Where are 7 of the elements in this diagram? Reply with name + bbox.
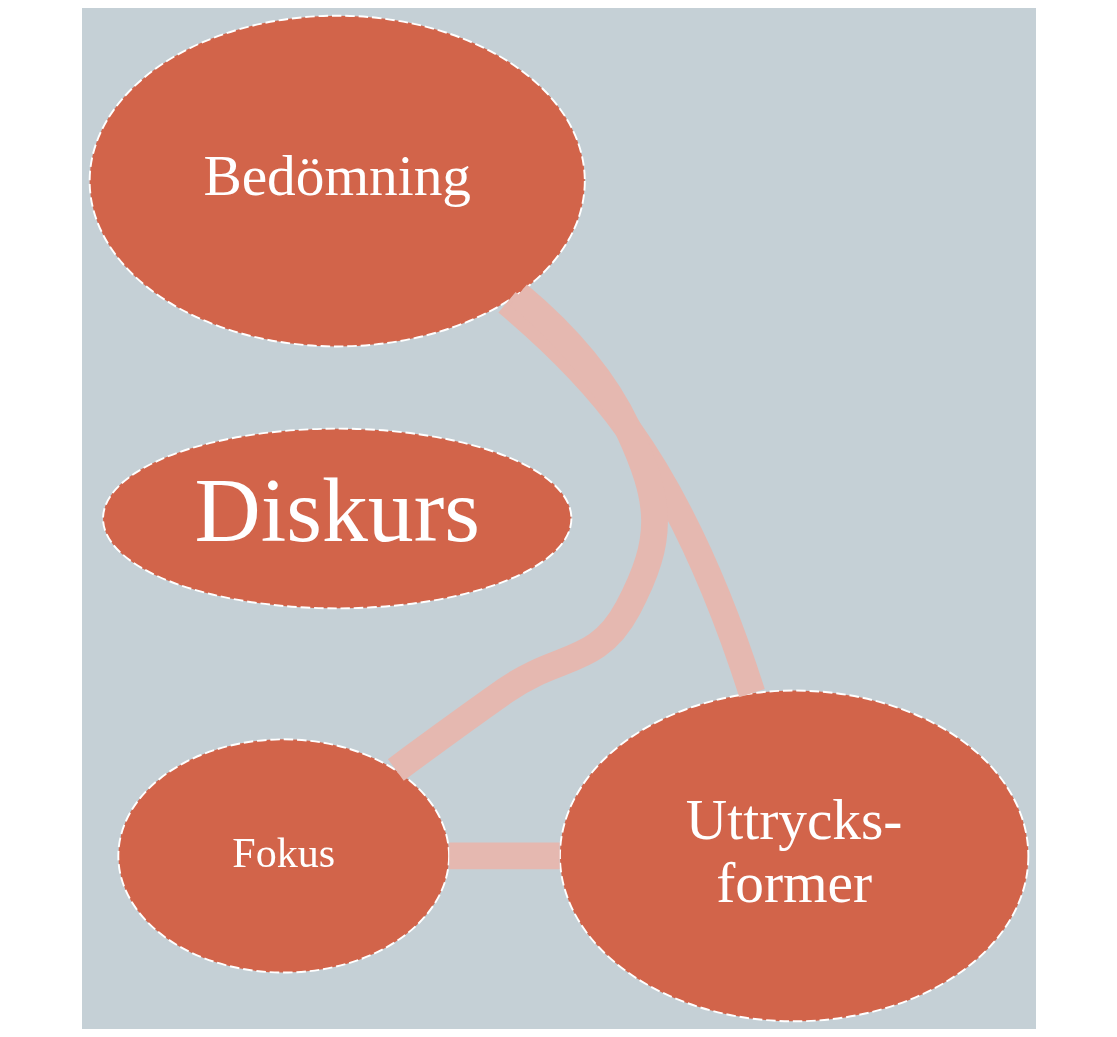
connector [387, 284, 668, 781]
node-ellipse: Uttrycks- former [558, 689, 1029, 1023]
connector [448, 842, 560, 870]
node-ellipse: Bedömning [88, 14, 586, 348]
connector [497, 292, 765, 698]
node-ellipse: Diskurs [101, 427, 572, 610]
node-ellipse: Fokus [116, 738, 450, 974]
